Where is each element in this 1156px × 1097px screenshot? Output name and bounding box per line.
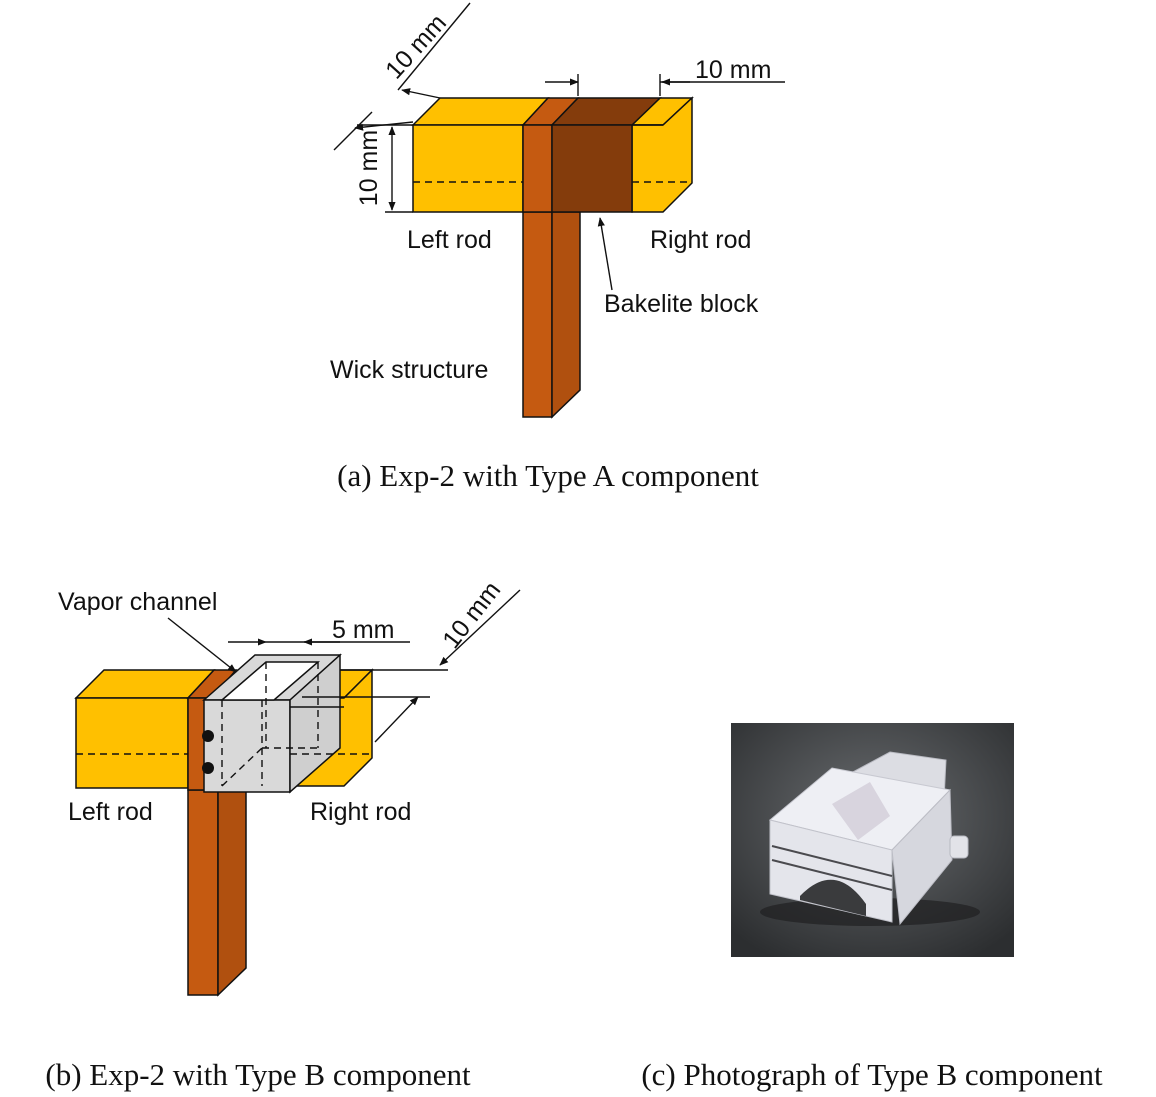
dim-height-a: 10 mm (355, 130, 383, 206)
left-rod-label-a: Left rod (407, 226, 492, 254)
bakelite-block-label: Bakelite block (604, 290, 759, 318)
dim-width-a: 10 mm (695, 56, 771, 84)
wick-strip-a (522, 211, 553, 418)
hole-top (202, 730, 214, 742)
wick-strip-a-side (551, 211, 581, 419)
left-rod-b-front (75, 697, 189, 789)
panel-b: Vapor channel 5 mm 10 mm Left rod Right … (45, 576, 521, 1092)
caption-c: (c) Photograph of Type B component (641, 1057, 1103, 1092)
dim-width-b: 5 mm (332, 616, 395, 644)
type-b-block-side (289, 653, 341, 794)
wick-strip-b (187, 789, 219, 996)
dim-depth-b: 10 mm (437, 576, 506, 653)
right-rod-label-a: Right rod (650, 226, 751, 254)
hole-bottom (202, 762, 214, 774)
left-rod-a-front (412, 124, 524, 213)
wick-front-a (522, 124, 553, 213)
wick-structure-label: Wick structure (330, 356, 488, 384)
caption-a: (a) Exp-2 with Type A component (337, 458, 759, 493)
panel-c: (c) Photograph of Type B component (641, 723, 1103, 1092)
bakelite-block-front (551, 124, 633, 213)
type-b-photo (731, 723, 1014, 957)
vapor-channel-label: Vapor channel (58, 588, 217, 616)
wick-strip-b-side (217, 789, 247, 997)
panel-a: 10 mm 10 mm 10 mm Left rod Right rod Bak… (330, 2, 785, 493)
caption-b: (b) Exp-2 with Type B component (45, 1057, 471, 1092)
dim-depth-a: 10 mm (380, 9, 452, 85)
type-b-block-front (203, 699, 291, 793)
left-rod-label-b: Left rod (68, 798, 153, 826)
right-rod-label-b: Right rod (310, 798, 411, 826)
